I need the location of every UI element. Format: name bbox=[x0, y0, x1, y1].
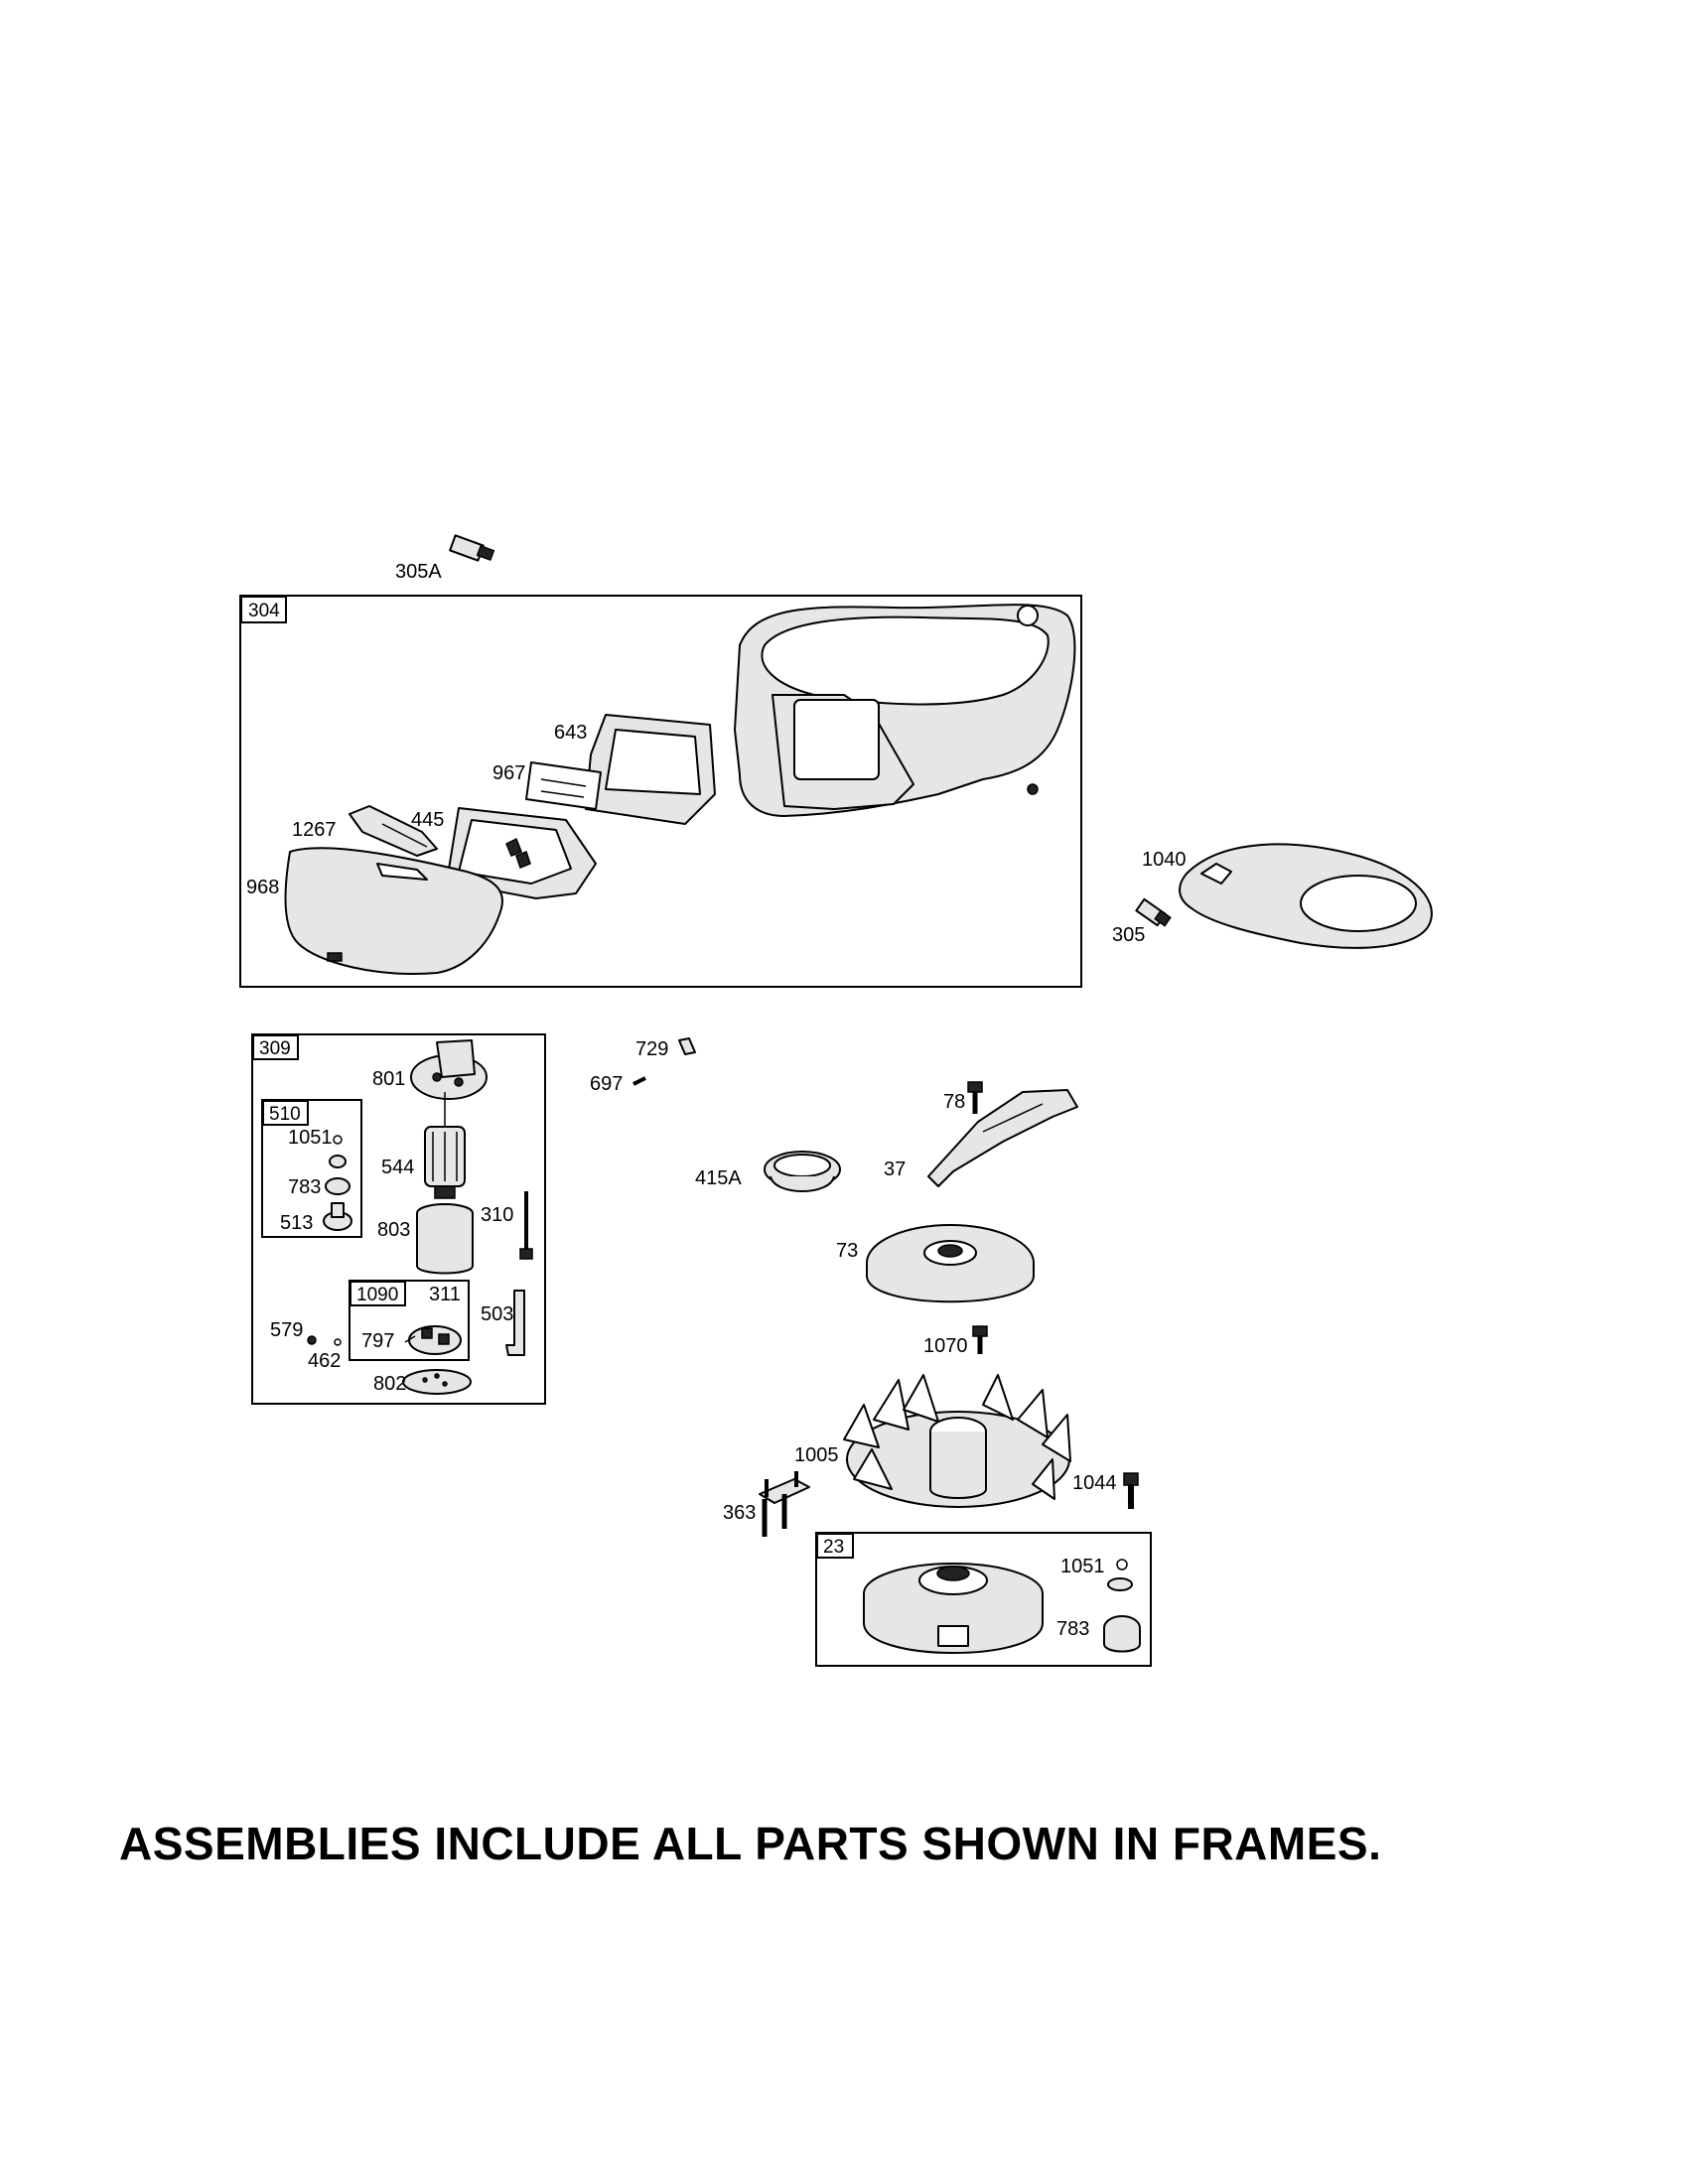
label-445: 445 bbox=[411, 809, 444, 831]
screw-305a bbox=[449, 534, 495, 562]
flywheel-drive-parts bbox=[1103, 1559, 1141, 1653]
housing-803 bbox=[416, 1203, 474, 1275]
label-73: 73 bbox=[836, 1240, 858, 1262]
cover-968 bbox=[284, 847, 503, 975]
panel-445 bbox=[446, 807, 597, 899]
label-1267: 1267 bbox=[292, 819, 337, 841]
label-1051-starter: 1051 bbox=[288, 1127, 333, 1149]
label-803: 803 bbox=[377, 1219, 410, 1241]
label-968: 968 bbox=[246, 877, 279, 898]
bolt-310 bbox=[519, 1191, 533, 1260]
washer-579 bbox=[307, 1335, 317, 1345]
pin-697 bbox=[632, 1076, 646, 1086]
latch-1267 bbox=[349, 805, 438, 857]
label-363: 363 bbox=[723, 1502, 756, 1524]
label-503: 503 bbox=[481, 1303, 513, 1325]
label-1070: 1070 bbox=[923, 1335, 968, 1357]
frame-309-label: 309 bbox=[259, 1038, 291, 1059]
screen-415a bbox=[764, 1151, 841, 1192]
label-513: 513 bbox=[280, 1212, 313, 1234]
assemblies-note: ASSEMBLIES INCLUDE ALL PARTS SHOWN IN FR… bbox=[119, 1818, 1382, 1869]
screw-78 bbox=[967, 1081, 983, 1114]
label-1005: 1005 bbox=[794, 1444, 839, 1466]
starter-drive-parts bbox=[323, 1135, 352, 1231]
frame-304: 304 bbox=[239, 595, 1082, 988]
screw-305 bbox=[1135, 897, 1172, 927]
label-797: 797 bbox=[361, 1330, 394, 1352]
label-310: 310 bbox=[481, 1204, 513, 1226]
label-544: 544 bbox=[381, 1157, 414, 1178]
bracket-503 bbox=[505, 1290, 525, 1356]
frame-1090-label: 1090 bbox=[356, 1285, 398, 1305]
end-cap-801 bbox=[410, 1039, 488, 1100]
label-311: 311 bbox=[429, 1284, 461, 1305]
label-802: 802 bbox=[373, 1373, 406, 1395]
bracket-643 bbox=[585, 714, 716, 825]
label-1051-flywheel: 1051 bbox=[1060, 1556, 1105, 1577]
frame-23-label: 23 bbox=[823, 1537, 844, 1558]
frame-510: 510 bbox=[261, 1099, 362, 1238]
label-967: 967 bbox=[492, 762, 525, 784]
decal-967 bbox=[525, 761, 602, 810]
frame-23: 23 bbox=[815, 1532, 1152, 1667]
bracket-363 bbox=[759, 1471, 810, 1537]
baffle-37 bbox=[927, 1089, 1078, 1187]
label-305: 305 bbox=[1112, 924, 1145, 946]
clip-729 bbox=[678, 1037, 696, 1055]
frame-510-label: 510 bbox=[269, 1104, 301, 1125]
plate-802 bbox=[402, 1369, 472, 1395]
label-78: 78 bbox=[943, 1091, 965, 1113]
label-643: 643 bbox=[554, 722, 587, 744]
armature-544 bbox=[424, 1092, 466, 1199]
label-305a: 305A bbox=[395, 561, 442, 583]
washer-462 bbox=[334, 1338, 342, 1346]
frame-309: 309 bbox=[251, 1033, 546, 1405]
label-783-starter: 783 bbox=[288, 1176, 321, 1198]
label-697: 697 bbox=[590, 1073, 623, 1095]
label-462: 462 bbox=[308, 1350, 341, 1372]
label-783-flywheel: 783 bbox=[1056, 1618, 1089, 1640]
screw-1070 bbox=[972, 1325, 988, 1354]
brush-plate-797 bbox=[404, 1325, 462, 1355]
label-801: 801 bbox=[372, 1068, 405, 1090]
flywheel bbox=[863, 1563, 1044, 1654]
label-1044: 1044 bbox=[1072, 1472, 1117, 1494]
frame-304-label: 304 bbox=[248, 601, 280, 621]
label-415a: 415A bbox=[695, 1167, 742, 1189]
label-37: 37 bbox=[884, 1159, 906, 1180]
guard-1040 bbox=[1179, 843, 1433, 949]
fan-1005 bbox=[843, 1374, 1071, 1508]
label-1040: 1040 bbox=[1142, 849, 1187, 871]
screen-73 bbox=[866, 1224, 1035, 1303]
blower-housing bbox=[734, 604, 1076, 817]
bolt-1044 bbox=[1123, 1472, 1139, 1509]
frame-1090: 1090 bbox=[349, 1280, 470, 1361]
label-579: 579 bbox=[270, 1319, 303, 1341]
label-729: 729 bbox=[635, 1038, 668, 1060]
